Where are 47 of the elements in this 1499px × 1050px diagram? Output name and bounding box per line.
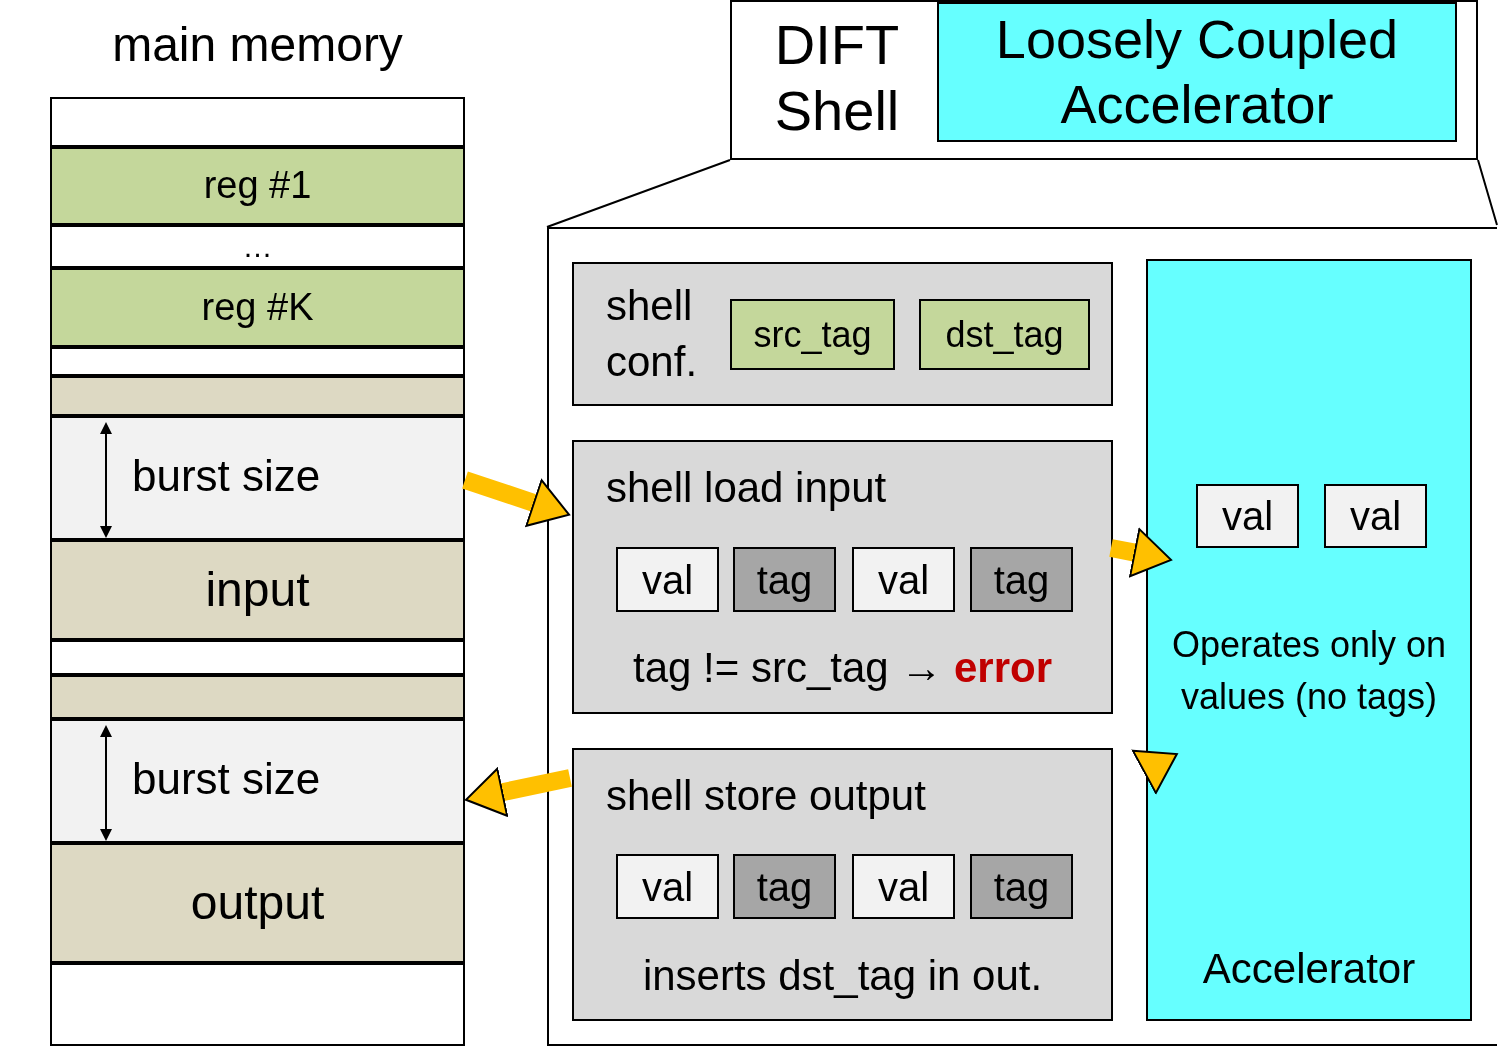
memory-row [50, 97, 465, 147]
shell-title: DIFT Shell [773, 12, 901, 144]
accelerator-box: Loosely Coupled Accelerator [937, 2, 1457, 142]
size-label: burst size [132, 450, 321, 502]
value-cell: val [1324, 484, 1427, 548]
memory-row [50, 347, 465, 376]
panel-title: shell store output [606, 771, 926, 821]
ellipsis-row: … [50, 225, 465, 268]
config-panel [572, 262, 1113, 406]
tag-register: src_tag [730, 299, 895, 370]
description-text: Operates only on values (no tags) [1170, 623, 1448, 719]
tag-cell: tag [970, 547, 1073, 612]
burst-row [50, 719, 465, 843]
arrow [465, 767, 572, 817]
header-row [50, 675, 465, 719]
value-cell: val [852, 854, 955, 919]
memory-row [50, 963, 465, 1046]
tag-cell: tag [970, 854, 1073, 919]
value-cell: val [1196, 484, 1299, 548]
panel-title: shell load input [606, 463, 887, 513]
shell-unit-panel [572, 748, 1113, 1021]
value-cell: val [616, 854, 719, 919]
register-row: reg #K [50, 268, 465, 347]
memory-row [50, 640, 465, 675]
data-region-row: input [50, 540, 465, 640]
arrow [1131, 749, 1178, 794]
shell-unit-panel [572, 440, 1113, 714]
value-cell: val [852, 547, 955, 612]
size-label: burst size [132, 753, 321, 805]
arrow [462, 471, 571, 527]
column-heading: main memory [111, 17, 404, 73]
rule-text: inserts dst_tag in out. [641, 951, 1044, 1001]
header-row [50, 376, 465, 416]
accelerator-panel [1146, 259, 1472, 1021]
panel-title: shell conf. [606, 281, 699, 387]
zoom-panel [547, 227, 1497, 1046]
shell-box [730, 0, 1478, 160]
tag-cell: tag [733, 547, 836, 612]
value-cell: val [616, 547, 719, 612]
panel-title: Accelerator [1201, 944, 1417, 994]
tag-cell: tag [733, 854, 836, 919]
register-row: reg #1 [50, 147, 465, 225]
burst-row [50, 416, 465, 540]
tag-register: dst_tag [919, 299, 1090, 370]
arrow [1109, 528, 1172, 578]
data-region-row: output [50, 843, 465, 963]
rule-text: tag != src_tag → error [631, 643, 1054, 693]
